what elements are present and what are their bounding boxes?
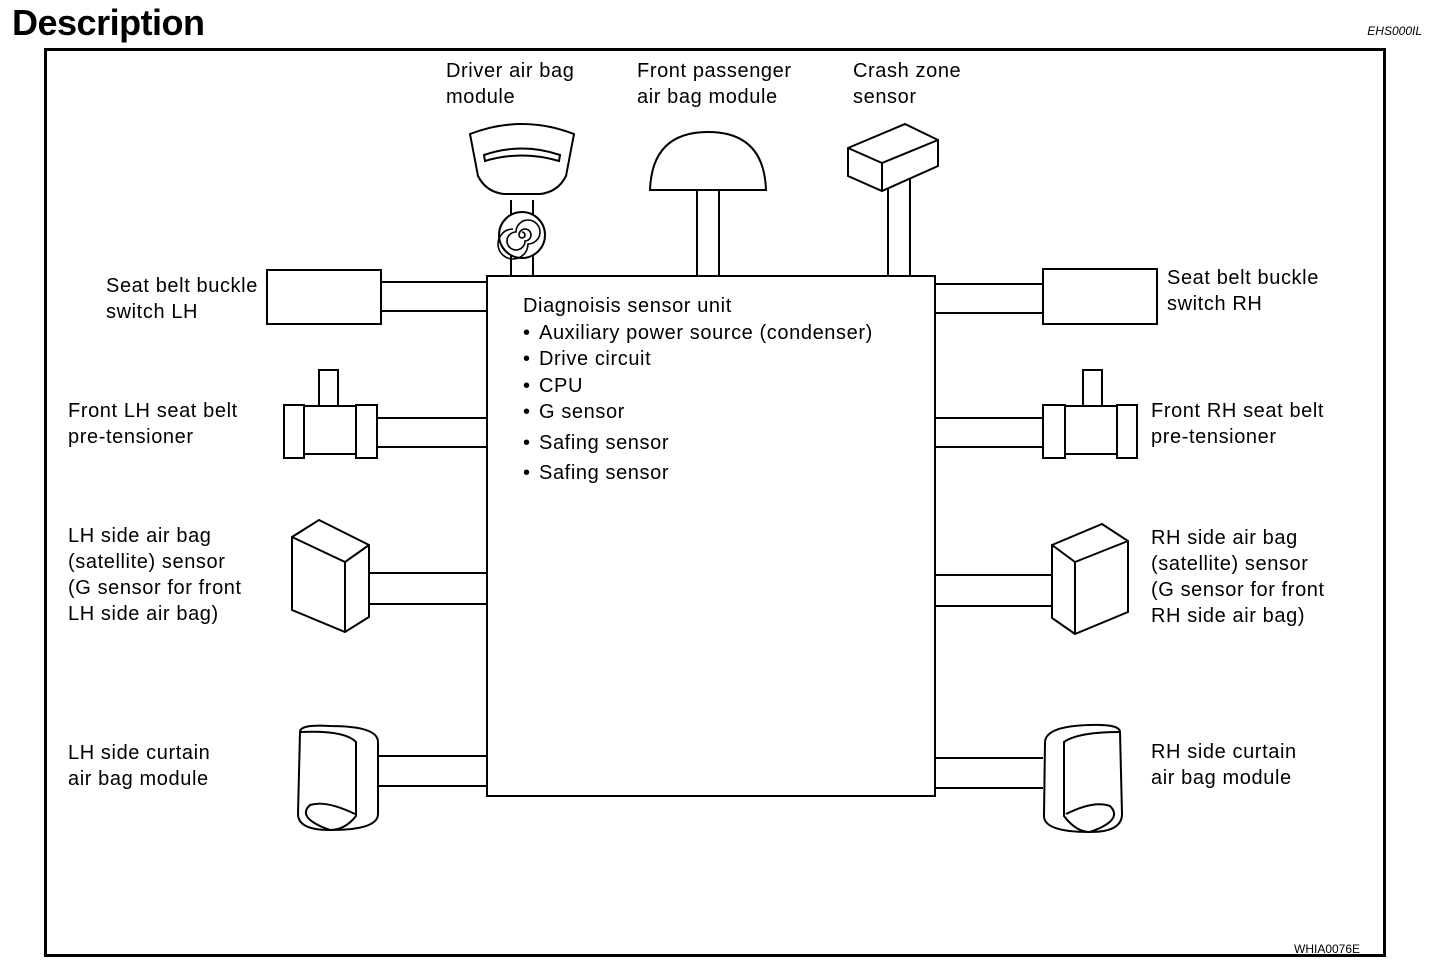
diagnosis-sensor-unit: Diagnoisis sensor unit Auxiliary power s… — [523, 293, 873, 487]
crash-zone-connector — [887, 175, 911, 276]
section-code: EHS000IL — [1367, 24, 1422, 38]
side-sensor-rh-icon — [935, 522, 1129, 636]
passenger-airbag-connector — [696, 190, 720, 276]
curtain-lh-icon — [296, 724, 487, 832]
buckle-lh-icon — [266, 269, 487, 325]
crash-zone-label: Crash zone sensor — [853, 60, 962, 108]
unit-item: Safing sensor — [523, 460, 873, 487]
pretensioner-lh-icon — [283, 369, 487, 459]
unit-items: Auxiliary power source (condenser) Drive… — [523, 320, 873, 487]
unit-item: G sensor — [523, 399, 873, 426]
buckle-rh-icon — [935, 268, 1158, 325]
diagram-frame — [44, 48, 1386, 957]
pretensioner-lh-label: Front LH seat belt pre-tensioner — [68, 400, 238, 448]
unit-item: CPU — [523, 373, 873, 400]
curtain-rh-label: RH side curtain air bag module — [1151, 741, 1297, 789]
pretensioner-rh-label: Front RH seat belt pre-tensioner — [1151, 400, 1325, 448]
side-sensor-rh-label: RH side air bag (satellite) sensor (G se… — [1151, 527, 1325, 627]
side-sensor-lh-label: LH side air bag (satellite) sensor (G se… — [68, 525, 242, 625]
unit-item: Drive circuit — [523, 346, 873, 373]
passenger-airbag-icon — [648, 130, 768, 191]
side-sensor-lh-icon — [291, 518, 487, 634]
passenger-airbag-label: Front passenger air bag module — [637, 60, 792, 108]
unit-title: Diagnoisis sensor unit — [523, 295, 732, 317]
crash-zone-sensor-icon — [847, 122, 939, 193]
buckle-rh-label: Seat belt buckle switch RH — [1167, 267, 1319, 315]
driver-airbag-icon — [468, 123, 576, 260]
curtain-rh-icon — [935, 723, 1124, 834]
figure-id: WHIA0076E — [1294, 942, 1361, 956]
curtain-lh-label: LH side curtain air bag module — [68, 742, 211, 790]
driver-airbag-label: Driver air bag module — [446, 60, 575, 108]
unit-item: Auxiliary power source (condenser) — [523, 320, 873, 347]
buckle-lh-label: Seat belt buckle switch LH — [106, 275, 258, 323]
page-title: Description — [12, 2, 205, 43]
unit-item: Safing sensor — [523, 430, 873, 457]
pretensioner-rh-icon — [935, 369, 1138, 459]
